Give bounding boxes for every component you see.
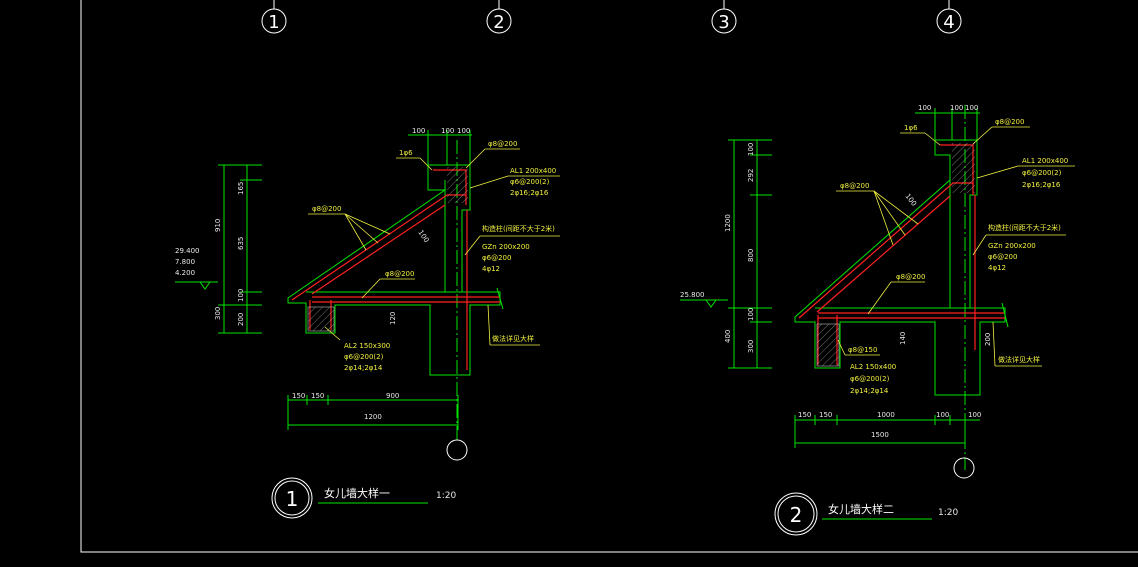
label-d2-slope-bar: φ8@200: [840, 182, 869, 190]
dim-d1-165: 165: [237, 182, 245, 195]
dim-d2-300: 300: [747, 340, 755, 353]
dim-d1-200: 200: [237, 313, 245, 326]
dim-d2-bottom-0: 150: [798, 411, 811, 419]
dim-d2-bottom-2: 1000: [877, 411, 895, 419]
dim-d2-bottom-3: 100: [936, 411, 949, 419]
detail1-title-text: 女儿墙大样一: [324, 486, 390, 500]
detail1-number: 1: [286, 487, 299, 511]
grid-axis-1-label: 1: [268, 12, 279, 33]
label-d2-note1: 构造柱(间距不大于2米): [988, 223, 1061, 232]
grid-axis-4-label: 4: [943, 12, 954, 33]
dim-d2-800: 800: [747, 249, 755, 262]
detail2-title-text: 女儿墙大样二: [828, 502, 894, 516]
dim-d1-bottom-0: 150: [292, 392, 305, 400]
label-d1-al2-3: 2φ14;2φ14: [344, 364, 383, 372]
dim-d2-bottom-4: 100: [968, 411, 981, 419]
dim-d2-100a: 100: [747, 143, 755, 156]
label-d2-al1-3: 2φ16;2φ16: [1022, 181, 1061, 189]
dim-d1-100: 100: [237, 289, 245, 302]
label-d1-al2-1: AL2 150x300: [344, 342, 390, 350]
elev-d1-29400: 29.400: [175, 247, 200, 255]
label-d2-gz-1: GZn 200x200: [988, 242, 1036, 250]
label-d1-gz-2: φ6@200: [482, 254, 511, 262]
label-d1-cap: 1φ6: [399, 149, 413, 157]
dim-d2-1200: 1200: [724, 214, 732, 232]
detail1-vertical-dimensions: 165 635 100 300 910 200: [214, 164, 262, 334]
detail2-scale: 1:20: [938, 508, 958, 518]
dim-d1-bottom-2: 900: [386, 392, 399, 400]
dim-d1-635: 635: [237, 237, 245, 250]
detail2-vertical-dimensions: 100 292 800 100 300 1200 400: [724, 139, 772, 369]
label-d2-note2: 做法详见大样: [998, 355, 1040, 364]
label-d1-note1: 构造柱(间距不大于2米): [482, 224, 555, 233]
dim-d1-300: 300: [214, 307, 222, 320]
dim-d2-slope: 100: [903, 192, 918, 207]
dim-d2-top-2: 100: [965, 104, 978, 112]
detail2-al2-hatch: [816, 323, 840, 367]
elev-d1-7800: 7.800: [175, 258, 195, 266]
dim-d2-bottom-1: 150: [819, 411, 832, 419]
label-d2-gz-3: 4φ12: [988, 264, 1006, 272]
detail2-rebar-slope: [798, 182, 973, 319]
elev-d2-25800: 25.800: [680, 291, 705, 299]
label-d1-note2: 做法详见大样: [492, 334, 534, 343]
dim-d1-top-2: 100: [457, 127, 470, 135]
detail1-title: 1 女儿墙大样一 1:20: [271, 477, 456, 519]
dim-d2-top-1: 100: [950, 104, 963, 112]
detail1-al2-hatch: [307, 306, 335, 332]
dim-d2-right: 200: [984, 333, 992, 346]
dim-d2-292: 292: [747, 169, 755, 182]
label-d2-al2-2: φ6@200(2): [850, 375, 890, 383]
grid-axis-2: 2: [486, 0, 512, 34]
dim-d1-top-0: 100: [412, 127, 425, 135]
detail2-number: 2: [790, 503, 803, 527]
label-d2-al2-bar: φ8@150: [848, 346, 877, 354]
parapet-detail-1: 165 635 100 300 910 200 29.400 7.800 4.2…: [175, 127, 560, 519]
label-d2-al1-1: AL1 200x400: [1022, 157, 1068, 165]
label-d1-gz-1: GZn 200x200: [482, 243, 530, 251]
label-d1-al1-3: 2φ16;2φ16: [510, 189, 549, 197]
dim-d2-top-0: 100: [918, 104, 931, 112]
dim-d1-wall: 120: [389, 312, 397, 325]
label-d1-gz-3: 4φ12: [482, 265, 500, 273]
dim-d1-slope: 100: [416, 229, 430, 245]
label-d2-al2-3: 2φ14;2φ14: [850, 387, 889, 395]
detail1-section-outline: [287, 164, 501, 376]
label-d2-cap: 1φ6: [904, 124, 918, 132]
elev-d1-4200: 4.200: [175, 269, 195, 277]
grid-axis-3-label: 3: [718, 12, 729, 33]
dim-d1-910: 910: [214, 219, 222, 232]
dim-d1-bottom-total: 1200: [364, 413, 382, 421]
label-d1-al2-2: φ6@200(2): [344, 353, 384, 361]
dim-d1-bottom-1: 150: [311, 392, 324, 400]
label-d2-gz-2: φ6@200: [988, 253, 1017, 261]
label-d2-al1-2: φ6@200(2): [1022, 169, 1062, 177]
dim-d2-400: 400: [724, 330, 732, 343]
grid-axis-4: 4: [936, 0, 962, 34]
label-d1-al1-2: φ6@200(2): [510, 178, 550, 186]
grid-axis-3: 3: [711, 0, 737, 34]
drawing-frame: [80, 0, 1138, 553]
grid-axis-1: 1: [261, 0, 287, 34]
label-d2-slab-bar: φ8@200: [896, 273, 925, 281]
dim-d2-bottom-total: 1500: [871, 431, 889, 439]
dim-d2-100b: 100: [747, 308, 755, 321]
dim-d2-wall: 140: [899, 332, 907, 345]
dim-d1-top-1: 100: [441, 127, 454, 135]
label-d2-al2-1: AL2 150x400: [850, 363, 896, 371]
label-d2-cap-bar: φ8@200: [995, 118, 1024, 126]
label-d1-al1-1: AL1 200x400: [510, 167, 556, 175]
grid-axis-2-label: 2: [493, 12, 504, 33]
detail2-title: 2 女儿墙大样二 1:20: [774, 492, 958, 536]
label-d1-slab-bar: φ8@200: [385, 270, 414, 278]
label-d1-slope-bar: φ8@200: [312, 205, 341, 213]
label-d1-cap-bar: φ8@200: [488, 140, 517, 148]
parapet-detail-2: 100 292 800 100 300 1200 400 25.800 100 …: [680, 104, 1075, 536]
detail1-scale: 1:20: [436, 491, 456, 501]
